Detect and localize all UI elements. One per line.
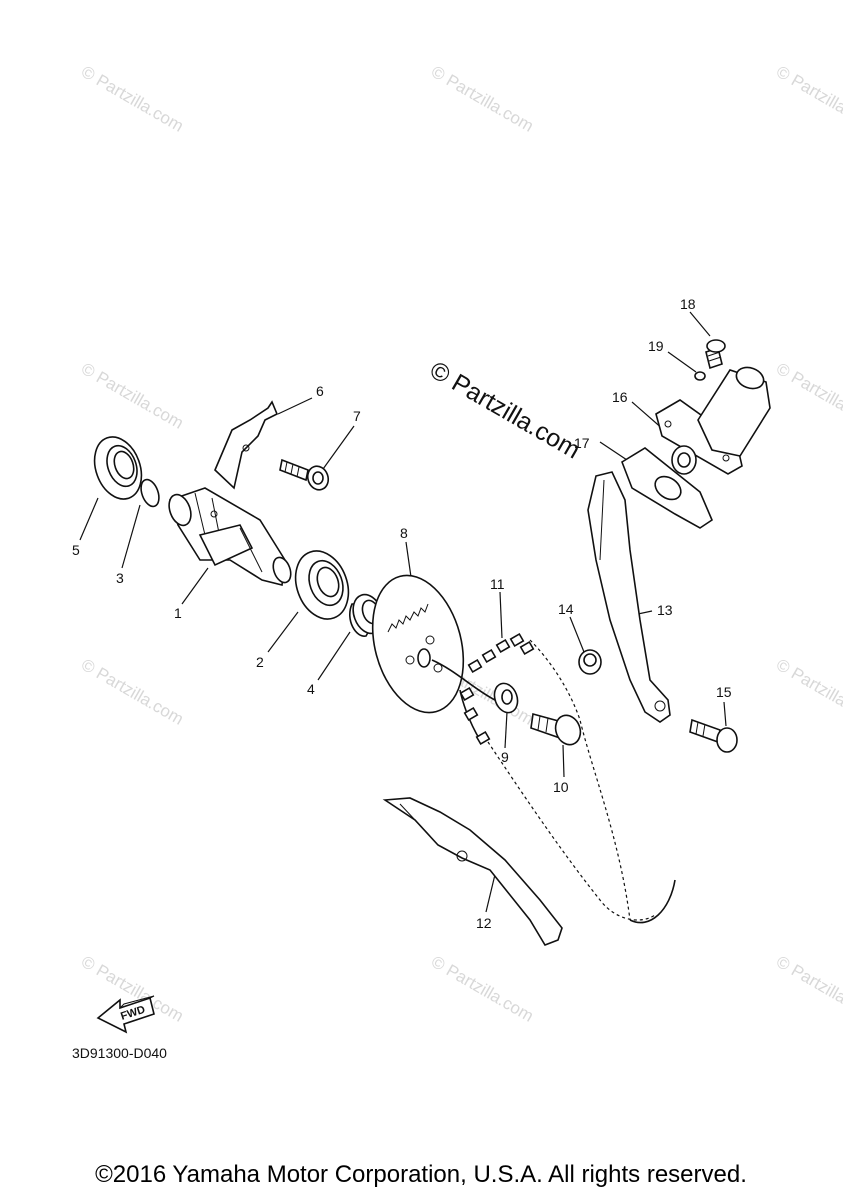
tensioner-part-16[interactable]: [655, 364, 771, 475]
callout-19: 19: [648, 338, 664, 354]
copyright-footer: ©2016 Yamaha Motor Corporation, U.S.A. A…: [95, 1161, 747, 1188]
bearing-part-5[interactable]: [86, 430, 149, 505]
watermark-text: © Partzilla.com: [78, 655, 187, 729]
bolt-part-7[interactable]: [279, 458, 332, 493]
callout-5: 5: [72, 542, 80, 558]
callout-3: 3: [116, 570, 124, 586]
plate-part-6[interactable]: [214, 400, 279, 490]
callout-9: 9: [501, 749, 509, 765]
callout-7: 7: [353, 408, 361, 424]
chain-guide-part-12[interactable]: [382, 797, 563, 946]
callout-11: 11: [490, 576, 505, 592]
bearing-part-2[interactable]: [287, 544, 358, 627]
callout-4: 4: [307, 681, 315, 697]
watermark-text: © Partzilla.com: [773, 655, 843, 729]
center-watermark: © Partzilla.com: [425, 356, 585, 464]
callout-16: 16: [612, 389, 628, 405]
gasket-part-17[interactable]: [621, 447, 713, 529]
callout-10: 10: [553, 779, 569, 795]
callout-8: 8: [400, 525, 408, 541]
callout-6: 6: [316, 383, 324, 399]
watermark-text: © Partzilla.com: [773, 359, 843, 433]
bolt-part-10[interactable]: [530, 712, 584, 748]
bolt-part-18[interactable]: [705, 339, 726, 370]
camshaft-part-1[interactable]: [165, 487, 294, 586]
watermark-text: © Partzilla.com: [78, 359, 187, 433]
callout-2: 2: [256, 654, 264, 670]
callout-15: 15: [716, 684, 732, 700]
watermark-text: © Partzilla.com: [428, 952, 537, 1026]
tensioner-guide-part-13[interactable]: [587, 471, 671, 723]
callout-labels: 1 2 3 4 5 6 7 8 9 10 11 12 13 14 15 16 1…: [72, 296, 732, 931]
fwd-arrow-icon: FWD: [96, 995, 155, 1034]
diagram-code: 3D91300-D040: [72, 1045, 167, 1061]
watermark-text: © Partzilla.com: [773, 952, 843, 1026]
callout-13: 13: [657, 602, 673, 618]
cam-sprocket-part-8[interactable]: [358, 565, 477, 722]
o-ring-part-3[interactable]: [138, 477, 163, 509]
chain-link: [459, 632, 535, 746]
watermark-text: © Partzilla.com: [78, 62, 187, 136]
callout-17: 17: [574, 435, 590, 451]
washer-part-9[interactable]: [491, 680, 522, 716]
callout-12: 12: [476, 915, 492, 931]
callout-18: 18: [680, 296, 696, 312]
collar-part-14[interactable]: [578, 649, 602, 675]
watermark-text: © Partzilla.com: [773, 62, 843, 136]
watermark-text: © Partzilla.com: [428, 62, 537, 136]
washer-part-19[interactable]: [694, 371, 706, 381]
callout-1: 1: [174, 605, 182, 621]
bolt-part-15[interactable]: [689, 718, 738, 753]
callout-14: 14: [558, 601, 574, 617]
